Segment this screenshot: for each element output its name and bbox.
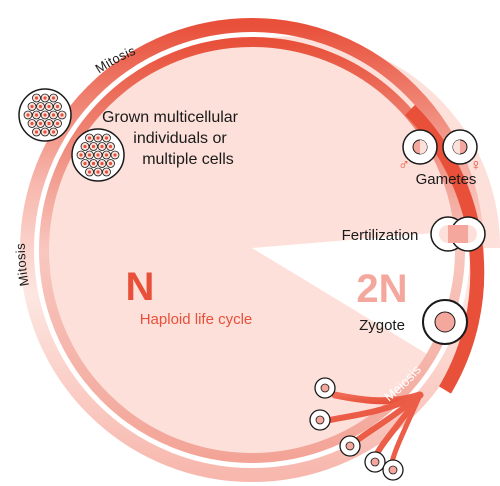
cell-nucleus: [38, 104, 43, 109]
cell-nucleus: [47, 104, 51, 109]
diploid-symbol: 2N: [356, 267, 407, 311]
cell-nucleus: [51, 130, 56, 134]
cell-nucleus: [51, 96, 56, 100]
multicellular-cluster-1: [18, 88, 72, 142]
fertilization-label: Fertilization: [342, 227, 419, 244]
cell-nucleus: [104, 170, 109, 174]
cell-nucleus: [43, 96, 47, 100]
cell-nucleus: [38, 121, 43, 126]
haploid-caption: Haploid life cycle: [140, 311, 253, 328]
cell-nucleus: [91, 144, 96, 149]
zygote-cell: [422, 299, 468, 345]
cell-nucleus: [91, 161, 96, 166]
cell-nucleus: [47, 121, 51, 126]
cell-nucleus: [26, 113, 30, 117]
cell-nucleus: [96, 153, 100, 157]
cell-nucleus: [60, 113, 64, 117]
spore-nucleus: [345, 441, 355, 451]
cell-nucleus: [87, 136, 92, 140]
spore-nucleus: [370, 457, 380, 467]
spore-nucleus: [315, 415, 325, 425]
cell-nucleus: [30, 104, 34, 109]
cell-nucleus: [34, 113, 39, 117]
gametes-label: Gametes: [416, 171, 477, 188]
cell-nucleus: [55, 104, 60, 109]
cell-nucleus: [108, 144, 113, 149]
grown-label-line1: Grown multicellular: [102, 109, 239, 126]
male-gamete: [402, 129, 438, 165]
cell-nucleus: [96, 136, 100, 140]
cell-nucleus: [79, 153, 83, 157]
cell-nucleus: [43, 113, 47, 117]
inner-cycle-ring: [39, 37, 465, 463]
cell-nucleus: [87, 153, 92, 157]
cell-nucleus: [104, 136, 109, 140]
cell-nucleus: [30, 121, 34, 126]
fertilization-cells: [430, 216, 486, 252]
cell-nucleus: [43, 130, 47, 134]
female-symbol: ♀: [470, 157, 482, 174]
diploid-wedge: [252, 230, 470, 380]
cell-nucleus: [108, 161, 113, 166]
spore-nucleus: [388, 465, 398, 475]
cell-nucleus: [34, 96, 39, 100]
cell-nucleus: [113, 153, 117, 157]
cell-nucleus: [100, 144, 104, 149]
cell-nucleus: [55, 121, 60, 126]
cell-nucleus: [34, 130, 39, 134]
meiosis-product-cells: [309, 377, 404, 481]
haploid-symbol: N: [126, 265, 155, 309]
cell-nucleus: [100, 161, 104, 166]
spore-nucleus: [320, 383, 330, 393]
cell-nucleus: [96, 170, 100, 174]
female-gamete: [442, 129, 478, 165]
cell-nucleus: [87, 170, 92, 174]
cell-nucleus: [83, 161, 87, 166]
grown-label-line2: individuals or: [133, 130, 227, 147]
zygote-label: Zygote: [359, 317, 405, 334]
male-symbol: ♂: [398, 157, 410, 174]
multicellular-cluster-2: [71, 128, 125, 182]
cell-nucleus: [104, 153, 109, 157]
cell-nucleus: [83, 144, 87, 149]
haploid-disc: [40, 36, 500, 460]
cell-nucleus: [51, 113, 56, 117]
mitosis-left-label: Mitosis: [13, 243, 32, 288]
grown-label-line3: multiple cells: [142, 151, 234, 168]
